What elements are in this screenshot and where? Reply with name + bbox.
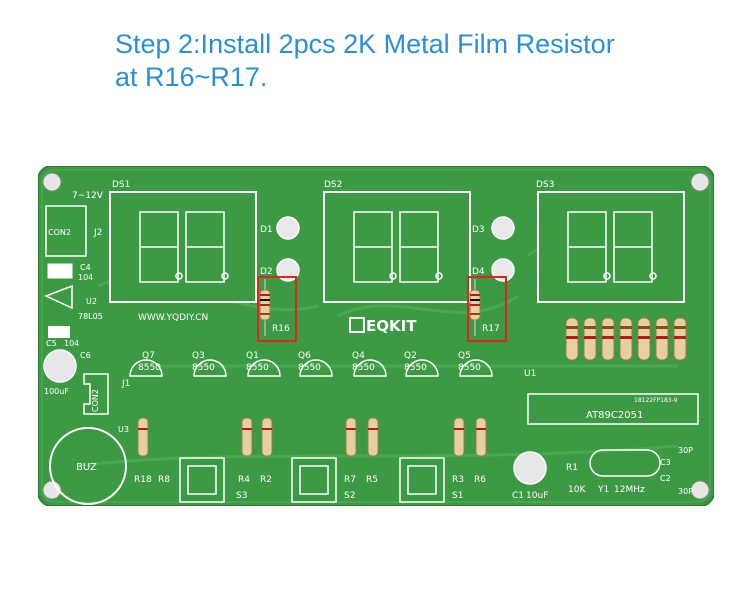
transistor-q1: Q1 8550: [246, 351, 281, 377]
c6-value: 100uF: [44, 387, 69, 396]
c3-label: C3: [660, 458, 671, 467]
brand-logo: [349, 317, 365, 333]
c6-capacitor: [43, 349, 77, 383]
led-label: D2: [260, 267, 273, 277]
con2-left-label: CON2: [91, 389, 100, 412]
led-d3-pad: [491, 216, 515, 240]
con2-top-label: CON2: [48, 228, 71, 237]
switch-label: S2: [344, 491, 355, 501]
r1-value: 10K: [568, 485, 586, 495]
c5-label: C5: [46, 339, 57, 348]
switch-s2: S2: [291, 457, 355, 503]
bottom-label: R8: [158, 475, 170, 485]
u2-part: 78L05: [78, 312, 103, 321]
r17-label: R17: [482, 324, 500, 334]
transistor-part: 8550: [352, 363, 375, 373]
transistor-name: Q1: [246, 351, 259, 361]
transistor-part: 8550: [138, 363, 161, 373]
display-ds2: DS2: [323, 180, 471, 303]
pcb-board: DS1 DS2 DS3 D1 D2 D3 D4 7~12V CON2 J2: [38, 166, 714, 506]
u3-label: U3: [118, 425, 129, 434]
u1-label: U1: [524, 369, 536, 379]
transistor-q4: Q4 8550: [352, 351, 387, 377]
j1-label: J1: [121, 379, 130, 389]
buzzer-label: BUZ: [76, 462, 97, 473]
transistor-name: Q4: [352, 351, 365, 361]
display-ds3: DS3: [536, 180, 685, 303]
c5-value: 104: [64, 339, 79, 348]
chip-outline: [527, 393, 699, 425]
switch-s3: S3: [179, 457, 247, 503]
transistor-q7: Q7 8550: [129, 351, 163, 377]
r1-label: R1: [566, 463, 578, 473]
bottom-resistors: [137, 417, 487, 457]
crystal-outline: [589, 449, 661, 477]
chip-code: 18122FP183-9: [634, 397, 678, 404]
mounting-hole: [690, 172, 710, 192]
c4-value: 104: [78, 273, 93, 282]
transistor-name: Q6: [298, 351, 311, 361]
highlight-r17: R17: [467, 276, 507, 342]
switch-s1: S1: [399, 457, 463, 503]
transistor-q2: Q2 8550: [404, 351, 439, 377]
transistor-q3: Q3 8550: [192, 351, 227, 377]
c1-label: C1: [512, 491, 524, 501]
chip-label: AT89C2051: [586, 410, 643, 421]
c2-label: C2: [660, 474, 671, 483]
website-text: WWW.YQDIY.CN: [138, 313, 208, 323]
r16-label: R16: [272, 324, 290, 334]
bottom-label: R18: [134, 475, 152, 485]
resistor-bank: [565, 317, 687, 361]
switch-label: S3: [236, 491, 247, 501]
y1-label: Y1: [597, 485, 609, 495]
u2-label: U2: [86, 297, 97, 306]
brand-text: EQKIT: [366, 317, 417, 335]
switch-label: S1: [452, 491, 463, 501]
bottom-label: R7: [344, 475, 356, 485]
led-label: D1: [260, 225, 273, 235]
mounting-hole: [690, 480, 710, 500]
led-d4-pad: [491, 258, 515, 282]
transistor-name: Q2: [404, 351, 417, 361]
transistor-part: 8550: [458, 363, 481, 373]
step-caption: Step 2:Install 2pcs 2K Metal Film Resist…: [115, 28, 615, 94]
j2-label: J2: [93, 228, 102, 238]
cap-30p-top: 30P: [678, 446, 693, 455]
led-d2-pad: [276, 258, 300, 282]
transistor-name: Q5: [458, 351, 471, 361]
bottom-label: R5: [366, 475, 378, 485]
c6-label: C6: [80, 351, 91, 360]
buzzer: [49, 427, 127, 505]
transistor-name: Q3: [192, 351, 205, 361]
caption-line-1: Step 2:Install 2pcs 2K Metal Film Resist…: [115, 29, 615, 59]
display-label: DS3: [536, 180, 554, 190]
bottom-label: R4: [238, 475, 250, 485]
c1-capacitor: [513, 451, 547, 485]
con2-top-outline: [45, 205, 87, 257]
power-label: 7~12V: [72, 191, 104, 201]
led-d1-pad: [276, 216, 300, 240]
bottom-label: R3: [452, 475, 464, 485]
led-label: D3: [472, 225, 485, 235]
cap-30p-bottom: 30P: [678, 487, 693, 496]
y1-value: 12MHz: [614, 485, 645, 495]
c4-label: C4: [80, 263, 91, 272]
transistor-part: 8550: [404, 363, 427, 373]
display-ds1: DS1: [109, 180, 257, 303]
caption-line-2: at R16~R17.: [115, 62, 268, 92]
display-label: DS2: [324, 180, 342, 190]
transistor-part: 8550: [298, 363, 321, 373]
bottom-label: R2: [260, 475, 272, 485]
c1-value: 10uF: [526, 491, 548, 501]
transistor-q5: Q5 8550: [458, 351, 493, 377]
transistor-q6: Q6 8550: [298, 351, 333, 377]
mounting-hole: [42, 172, 62, 192]
display-label: DS1: [112, 180, 130, 190]
transistor-part: 8550: [246, 363, 269, 373]
led-label: D4: [472, 267, 485, 277]
transistor-part: 8550: [192, 363, 215, 373]
transistor-name: Q7: [142, 351, 155, 361]
highlight-r16: R16: [257, 276, 297, 342]
bottom-label: R6: [474, 475, 486, 485]
